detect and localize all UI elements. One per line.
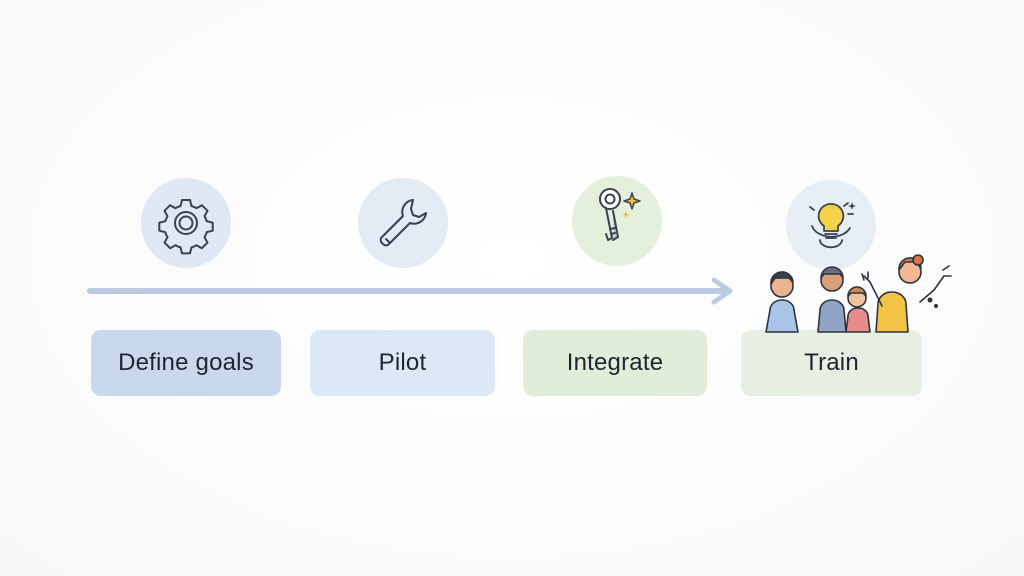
step-3-label: Integrate: [566, 349, 664, 376]
step-2-box: Pilot: [310, 330, 495, 396]
key-sparkle-icon: [599, 188, 641, 241]
step-3-box: Integrate: [523, 330, 707, 396]
step-1-label: Define goals: [118, 349, 254, 376]
step-4-label: Train: [804, 349, 859, 376]
step-2-icon-circle: [358, 178, 448, 268]
celebrating-team-illustration: [765, 254, 952, 333]
wrench-icon: [379, 199, 427, 247]
lightbulb-icon: [809, 202, 856, 249]
step-4-box: Train: [741, 330, 922, 396]
timeline-arrow: [87, 277, 733, 305]
gear-icon: [158, 199, 214, 255]
step-3-icon-circle: [572, 176, 662, 266]
step-2-label: Pilot: [378, 349, 427, 376]
step-4-icon-circle: [786, 180, 876, 270]
step-1-box: Define goals: [91, 330, 281, 396]
step-1-icon-circle: [141, 178, 231, 268]
